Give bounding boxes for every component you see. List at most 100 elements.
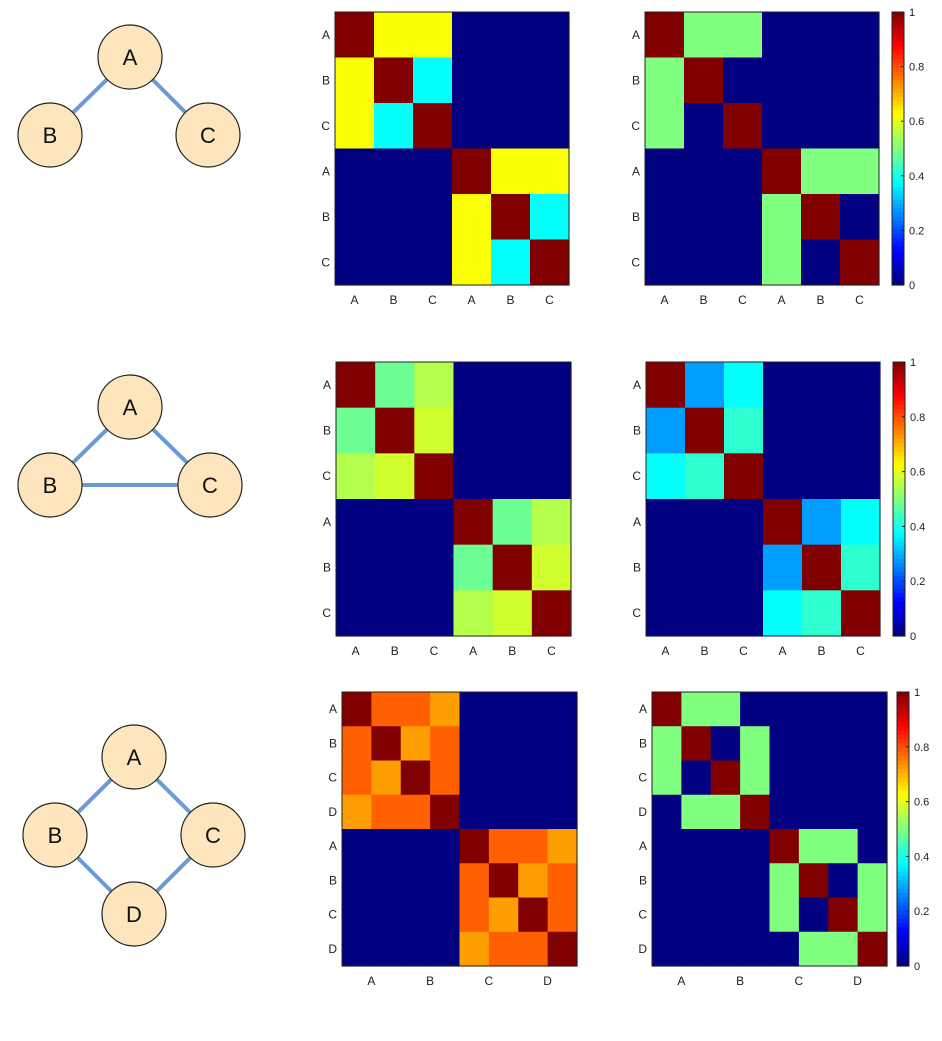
- heatmap-cell: [740, 931, 771, 967]
- colorbar-segment: [893, 499, 905, 504]
- heatmap-cell: [414, 499, 455, 546]
- heatmap-cell: [646, 499, 686, 546]
- heatmap-cell: [724, 407, 764, 454]
- heatmap-cell: [518, 760, 549, 796]
- colorbar-segment: [893, 400, 905, 406]
- colorbar-segment: [893, 426, 905, 432]
- colorbar-segment: [893, 507, 905, 513]
- colorbar-segment: [897, 837, 909, 843]
- heatmap-cell: [798, 760, 829, 796]
- heatmap-cell: [646, 453, 686, 500]
- heatmap-cell: [769, 726, 800, 762]
- heatmap-cell: [547, 931, 578, 967]
- heatmap-cell: [762, 148, 802, 195]
- col-tick-label: C: [739, 644, 748, 658]
- col-tick-label: A: [469, 644, 477, 658]
- colorbar-segment: [893, 623, 905, 629]
- col-tick-label: C: [428, 293, 437, 307]
- heatmap-cell: [413, 12, 453, 59]
- heatmap-cell: [710, 829, 741, 864]
- heatmap-cell: [710, 726, 741, 762]
- heatmap-cell: [840, 148, 880, 195]
- heatmap-cell: [828, 692, 859, 727]
- heatmap-cell: [531, 590, 572, 637]
- col-tick-label: B: [391, 644, 399, 658]
- heatmap-cell: [413, 194, 453, 241]
- col-tick-label: B: [508, 644, 516, 658]
- colorbar-segment: [897, 721, 909, 727]
- heatmap-cell: [681, 897, 712, 933]
- colorbar-segment: [897, 786, 909, 792]
- colorbar-segment: [893, 627, 905, 633]
- heatmap-cell: [652, 760, 682, 796]
- colorbar-segment: [892, 33, 904, 39]
- heatmap-cell: [828, 829, 859, 864]
- heatmap-cell: [335, 239, 375, 286]
- colorbar-segment: [892, 242, 904, 248]
- colorbar-segment: [892, 267, 904, 273]
- row-tick-label: A: [329, 702, 337, 716]
- heatmap-cell: [374, 194, 414, 241]
- heatmap-cell: [724, 453, 764, 500]
- colorbar-segment: [893, 558, 905, 564]
- graph-node-a: [101, 724, 167, 790]
- row-tick-label: B: [329, 873, 337, 887]
- heatmap-cell: [645, 57, 685, 104]
- heatmap-cell: [763, 590, 803, 637]
- colorbar: 00.20.40.60.81: [896, 687, 929, 973]
- heatmap-cell: [371, 863, 402, 899]
- colorbar-segment: [892, 139, 904, 145]
- heatmap-cell: [400, 863, 431, 899]
- heatmap-cell: [531, 407, 572, 454]
- row-tick-label: B: [322, 73, 330, 87]
- heatmap-cell: [413, 148, 453, 195]
- heatmap-cell: [769, 794, 800, 830]
- heatmap-cell: [430, 794, 461, 830]
- colorbar-segment: [892, 71, 904, 77]
- heatmap-cell: [802, 590, 842, 637]
- graph-node-label: A: [127, 745, 142, 770]
- heatmap-cell: [336, 590, 376, 637]
- heatmap-cell: [336, 499, 376, 546]
- colorbar-segment: [893, 451, 905, 457]
- heatmap-cell: [646, 407, 686, 454]
- heatmap-cell: [801, 57, 841, 104]
- row-tick-label: D: [328, 942, 337, 956]
- heatmap-cell: [488, 863, 519, 899]
- colorbar-segment: [893, 362, 905, 367]
- row-tick-label: A: [632, 28, 640, 42]
- colorbar-frame: [896, 691, 910, 967]
- col-tick-label: B: [506, 293, 514, 307]
- colorbar-segment: [897, 854, 909, 860]
- heatmap-cell: [335, 194, 375, 241]
- heatmap-cell: [342, 760, 372, 796]
- heatmap-cell: [762, 57, 802, 104]
- row-tick-label: D: [328, 805, 337, 819]
- colorbar-segment: [892, 148, 904, 154]
- colorbar-segment: [892, 127, 904, 133]
- colorbar-segment: [893, 503, 905, 509]
- heatmap-cell: [801, 239, 841, 286]
- colorbar-segment: [893, 520, 905, 526]
- heatmap-cell: [769, 760, 800, 796]
- colorbar-segment: [893, 546, 905, 551]
- col-tick-label: B: [426, 974, 434, 988]
- colorbar-segment: [892, 259, 904, 265]
- graph-edge-a-c: [151, 427, 189, 465]
- heatmap-cell: [491, 194, 531, 241]
- heatmap-cell: [828, 863, 859, 899]
- graph-node-label: C: [205, 823, 221, 848]
- heatmap-cell: [491, 103, 531, 150]
- colorbar-segment: [892, 229, 904, 235]
- colorbar-segment: [897, 918, 909, 924]
- colorbar-segment: [897, 760, 909, 766]
- colorbar-segment: [897, 696, 909, 702]
- heatmap-cell: [530, 12, 570, 59]
- colorbar-segment: [892, 80, 904, 86]
- colorbar-tick-label: 0.6: [910, 467, 925, 479]
- col-tick-label: A: [350, 293, 358, 307]
- colorbar-segment: [897, 858, 909, 864]
- heatmap-cell: [840, 103, 880, 150]
- graph-node-label: D: [126, 902, 142, 927]
